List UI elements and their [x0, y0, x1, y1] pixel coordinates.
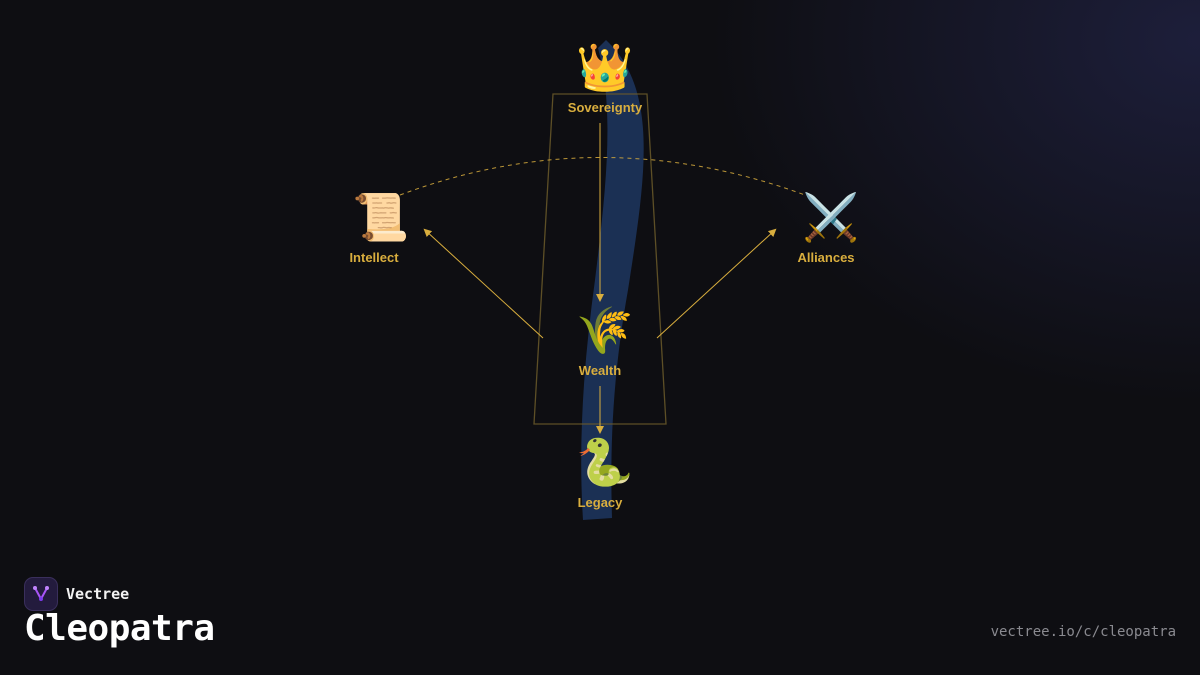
page-url[interactable]: vectree.io/c/cleopatra — [990, 624, 1176, 640]
crossed-swords-icon: ⚔️ — [802, 190, 860, 244]
node-label-wealth: Wealth — [578, 363, 622, 378]
page-title: Cleopatra — [24, 608, 215, 649]
node-label-intellect: Intellect — [349, 250, 399, 265]
crown-icon: 👑 — [576, 40, 634, 94]
brand[interactable]: Vectree — [24, 577, 129, 611]
edge-intellect-alliances — [399, 157, 806, 196]
vectree-logo-icon — [24, 577, 58, 611]
wheat-icon: 🌾 — [576, 303, 634, 357]
pyramid-frame — [533, 93, 667, 425]
brand-name: Vectree — [66, 585, 130, 603]
edge-wealth-intellect — [423, 228, 544, 339]
snake-icon: 🐍 — [576, 435, 634, 489]
node-label-alliances: Alliances — [797, 250, 855, 265]
scroll-icon: 📜 — [352, 190, 410, 244]
node-alliances[interactable]: ⚔️ Alliances — [756, 190, 896, 265]
node-wealth[interactable]: 🌾 Wealth — [530, 303, 670, 378]
node-sovereignty[interactable]: 👑 Sovereignty — [535, 40, 675, 115]
edge-wealth-alliances — [656, 228, 777, 339]
node-intellect[interactable]: 📜 Intellect — [304, 190, 444, 265]
node-label-legacy: Legacy — [577, 495, 623, 510]
node-label-sovereignty: Sovereignty — [567, 100, 643, 115]
node-legacy[interactable]: 🐍 Legacy — [530, 435, 670, 510]
river-band — [581, 40, 644, 520]
